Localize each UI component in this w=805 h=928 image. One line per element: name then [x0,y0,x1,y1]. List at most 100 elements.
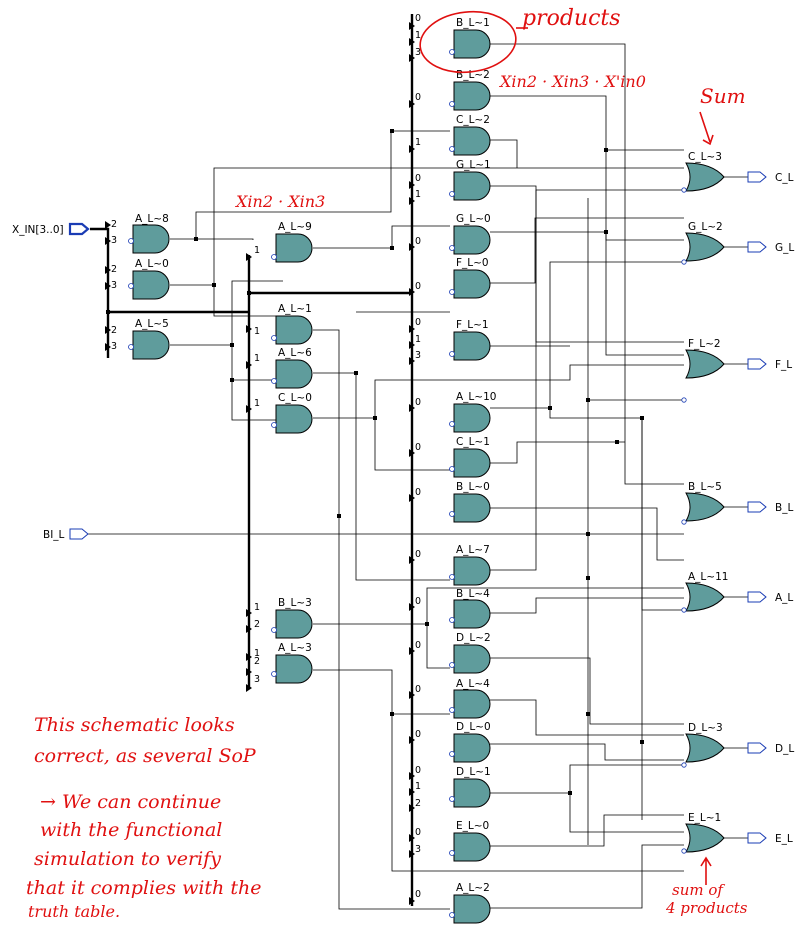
svg-text:0: 0 [415,442,421,453]
svg-text:A_L~4: A_L~4 [456,678,490,690]
and-gate-a-l-5: A_L~5 2 3 [111,318,170,360]
svg-text:0: 0 [415,92,421,103]
output-port-g-l: G_L [747,241,794,254]
or-gate-c-l-3: C_L~3 [681,151,725,193]
and-gate-b-l-2: B_L~2 0 [415,69,491,111]
svg-text:3: 3 [111,280,117,291]
annotation-expr-top: Xin2 · Xin3 · X'in0 [498,72,646,91]
output-port-a-l: A_L [747,591,793,604]
and-gate-c-l-2: C_L~2 1 [415,114,491,156]
svg-text:F_L~0: F_L~0 [456,257,489,269]
svg-text:A_L~0: A_L~0 [135,258,169,270]
svg-text:A_L~8: A_L~8 [135,213,169,225]
annotation-products: products [419,6,621,74]
svg-text:2: 2 [254,619,260,630]
and-gate-a-l-1: A_L~1 1 [254,303,313,345]
svg-text:B_L~1: B_L~1 [456,17,490,29]
svg-text:F_L~2: F_L~2 [688,338,721,350]
svg-text:D_L~2: D_L~2 [456,632,491,644]
signal-wires [88,43,748,910]
annotation-expr-mid: Xin2 · Xin3 [234,192,325,211]
svg-text:1: 1 [415,334,421,345]
and-gate-a-l-2: A_L~2 0 [415,882,491,924]
svg-text:This schematic looks: This schematic looks [34,714,235,736]
svg-text:0: 0 [415,889,421,900]
svg-text:BI_L: BI_L [43,529,65,541]
svg-text:A_L~2: A_L~2 [456,882,490,894]
svg-text:sum of: sum of [672,881,725,899]
svg-text:B_L~3: B_L~3 [278,597,312,609]
junction-dots [106,129,644,795]
svg-text:0: 0 [415,13,421,24]
and-gate-e-l-0: E_L~0 0 3 [415,820,491,862]
svg-text:1: 1 [254,353,260,364]
and-gate-f-l-0: F_L~0 0 [415,257,491,299]
output-port-c-l: C_L [747,171,794,184]
svg-text:3: 3 [254,674,260,685]
svg-text:A_L~5: A_L~5 [135,318,169,330]
svg-text:3: 3 [111,341,117,352]
svg-text:1: 1 [254,245,260,256]
svg-text:F_L~1: F_L~1 [456,319,489,331]
and-gate-a-l-7: A_L~7 0 [415,544,491,586]
and-gate-a-l-10: A_L~10 0 [415,391,496,433]
svg-text:D_L~0: D_L~0 [456,721,491,733]
svg-text:1: 1 [254,648,260,659]
svg-text:E_L: E_L [775,833,793,845]
and-gate-d-l-2: D_L~2 0 [415,632,491,674]
and-gate-f-l-1: F_L~1 0 1 3 [415,317,491,361]
annotation-sum: Sum [699,84,746,146]
and-gate-b-l-4: B_L~4 0 [415,588,491,629]
svg-text:0: 0 [415,596,421,607]
svg-text:0: 0 [415,317,421,328]
svg-text:→ We can continue: → We can continue [40,791,221,813]
svg-text:C_L~1: C_L~1 [456,436,490,448]
output-port-d-l: D_L [747,742,794,755]
and-gate-a-l-8: A_L~8 2 3 [111,213,170,254]
svg-text:1: 1 [415,781,421,792]
or-gate-f-l-2: F_L~2 [681,338,725,403]
svg-text:C_L~0: C_L~0 [278,392,312,404]
svg-text:1: 1 [254,398,260,409]
svg-text:B_L: B_L [775,502,793,514]
bus-lines [90,14,414,906]
svg-text:0: 0 [415,173,421,184]
svg-text:correct, as several SoP: correct, as several SoP [34,745,257,767]
or-gate-d-l-3: D_L~3 [681,722,725,768]
and-gate-b-l-3: B_L~3 1 2 [254,597,313,639]
svg-text:0: 0 [415,684,421,695]
or-gate-g-l-2: G_L~2 [681,221,725,265]
svg-text:A_L~10: A_L~10 [456,391,496,403]
svg-text:0: 0 [415,729,421,740]
and-gate-b-l-0: B_L~0 0 [415,481,491,523]
svg-text:D_L~1: D_L~1 [456,766,491,778]
svg-text:2: 2 [111,264,117,275]
svg-text:A_L~6: A_L~6 [278,347,312,359]
svg-text:A_L: A_L [775,592,793,604]
svg-text:0: 0 [415,549,421,560]
svg-text:A_L~7: A_L~7 [456,544,490,556]
and-gate-c-l-1: C_L~1 0 [415,436,491,478]
svg-text:D_L: D_L [775,743,794,755]
output-port-e-l: E_L [747,832,793,845]
and-gate-a-l-3: A_L~3 1 2 3 [254,642,313,685]
svg-text:G_L~0: G_L~0 [456,213,491,225]
svg-text:2: 2 [254,656,260,667]
svg-text:products: products [522,6,621,31]
svg-text:3: 3 [415,844,421,855]
and-gate-a-l-9: A_L~9 1 [254,221,313,263]
output-port-b-l: B_L [747,501,793,514]
bus-taps [105,22,415,905]
and-gate-g-l-0: G_L~0 0 [415,213,491,255]
svg-text:C_L~2: C_L~2 [456,114,490,126]
and-gate-c-l-0: C_L~0 1 [254,392,313,434]
svg-text:2: 2 [111,325,117,336]
or-gate-e-l-1: E_L~1 [681,812,725,854]
and-gate-g-l-1: G_L~1 0 1 [415,159,491,201]
svg-text:0: 0 [415,765,421,776]
output-port-f-l: F_L [747,358,792,371]
svg-text:0: 0 [415,397,421,408]
svg-text:E_L~0: E_L~0 [456,820,489,832]
input-port-x-in: X_IN[3..0] [12,222,90,236]
